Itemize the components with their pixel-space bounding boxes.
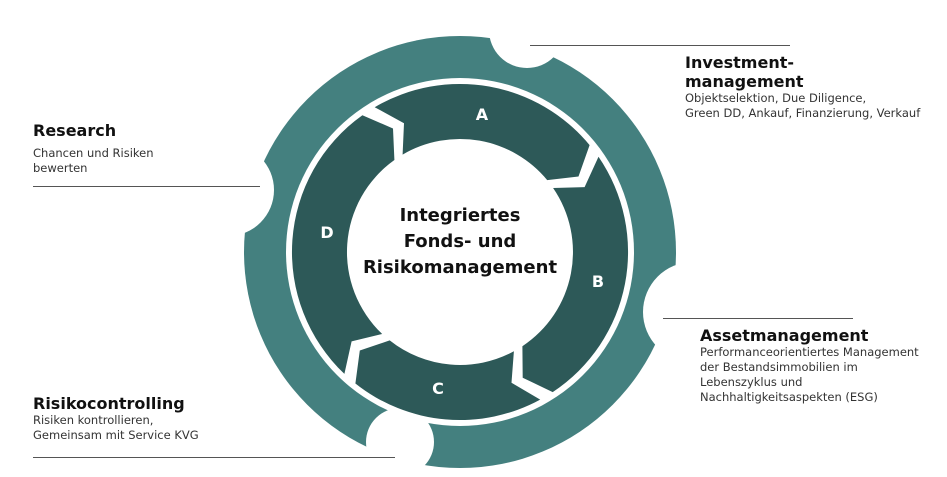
research-desc: Chancen und Risiken bewerten xyxy=(33,146,154,175)
cycle-arrow-c xyxy=(355,340,541,421)
research-title: Research xyxy=(33,121,117,140)
notch-left xyxy=(182,144,274,236)
section-investment: Investment- management Objektselektion, … xyxy=(685,53,920,121)
arrow-label-a: A xyxy=(476,105,489,124)
cycle-arrow-a xyxy=(374,83,590,181)
arrow-label-c: C xyxy=(432,379,444,398)
asset-desc: Performanceorientiertes Management der B… xyxy=(700,345,919,404)
cycle-arrow-d xyxy=(291,115,395,374)
notch-top xyxy=(489,0,565,68)
research-divider xyxy=(33,186,260,187)
investment-title: Investment- management xyxy=(685,53,804,91)
risiko-title: Risikocontrolling xyxy=(33,394,185,413)
investment-desc: Objektselektion, Due Diligence, Green DD… xyxy=(685,91,921,120)
arrow-label-d: D xyxy=(320,223,333,242)
center-title: Integriertes Fonds- und Risikomanagement xyxy=(362,205,558,278)
section-risiko: Risikocontrolling Risiken kontrollieren,… xyxy=(33,394,199,443)
notch-right xyxy=(643,262,743,362)
section-research: Research Chancen und Risiken bewerten xyxy=(33,121,154,176)
risiko-divider xyxy=(33,457,395,458)
center-circle xyxy=(348,140,572,364)
arrow-label-b: B xyxy=(592,272,604,291)
asset-title: Assetmanagement xyxy=(700,326,869,345)
investment-divider xyxy=(530,45,790,46)
section-asset: Assetmanagement Performanceorientiertes … xyxy=(700,326,919,405)
asset-divider xyxy=(663,318,853,319)
notch-bottom xyxy=(366,408,434,476)
cycle-arrow-b xyxy=(522,156,629,393)
risiko-desc: Risiken kontrollieren, Gemeinsam mit Ser… xyxy=(33,413,199,442)
